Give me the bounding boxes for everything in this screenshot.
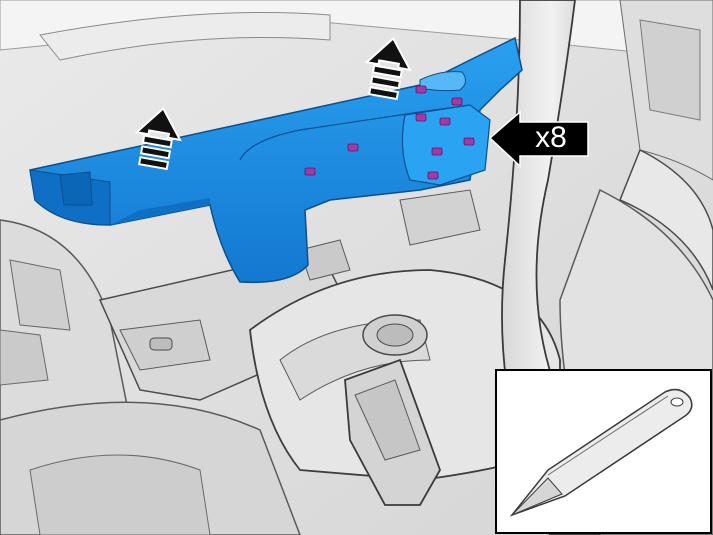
- retaining-clips: [304, 85, 475, 180]
- lift-arrow-icon: [364, 36, 412, 101]
- clip: [439, 117, 451, 126]
- trim-removal-tool-icon: [509, 388, 693, 517]
- clip-callout-arrow-icon: [488, 110, 589, 168]
- tool-inset-panel: [495, 369, 712, 534]
- steering-column-assembly: [98, 189, 561, 506]
- clip: [415, 113, 427, 122]
- clip: [415, 85, 427, 94]
- clip: [347, 143, 359, 152]
- clip: [431, 147, 443, 156]
- clip: [304, 167, 316, 176]
- clip: [427, 171, 439, 180]
- upper-column-cover-panel: [29, 36, 523, 284]
- lift-arrow-icon: [134, 106, 182, 171]
- clip: [451, 97, 463, 106]
- clip-quantity-label: x8: [535, 121, 567, 154]
- clip: [463, 137, 475, 146]
